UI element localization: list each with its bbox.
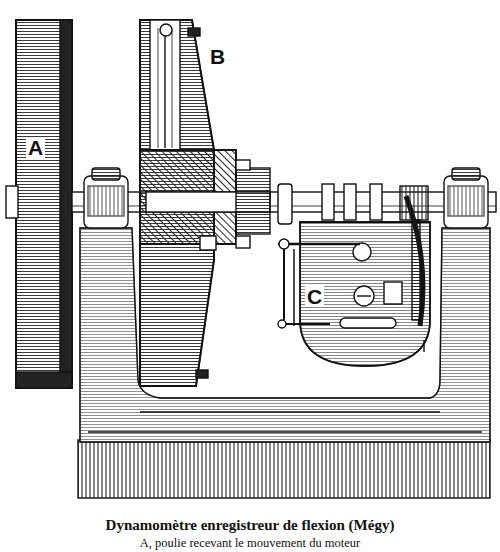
coupling [236,168,270,234]
part-letter: C [305,286,324,307]
bearing [84,176,128,228]
base-plinth [78,440,490,498]
part-letter: B [208,46,227,67]
shaft-end [6,186,18,218]
figure-caption: Dynamomètre enregistreur de flexion (Még… [0,518,500,533]
frame-edge [140,411,440,412]
frame-edge [88,431,482,432]
pulley [16,20,72,388]
recording-mechanism [278,184,430,366]
spring-blade [150,20,180,150]
part-letter: A [26,137,45,158]
bearing [444,176,488,228]
caption-legend-line: A, poulie recevant le mouvement du moteu… [0,537,500,550]
pulley-rim-shadow [60,20,72,388]
